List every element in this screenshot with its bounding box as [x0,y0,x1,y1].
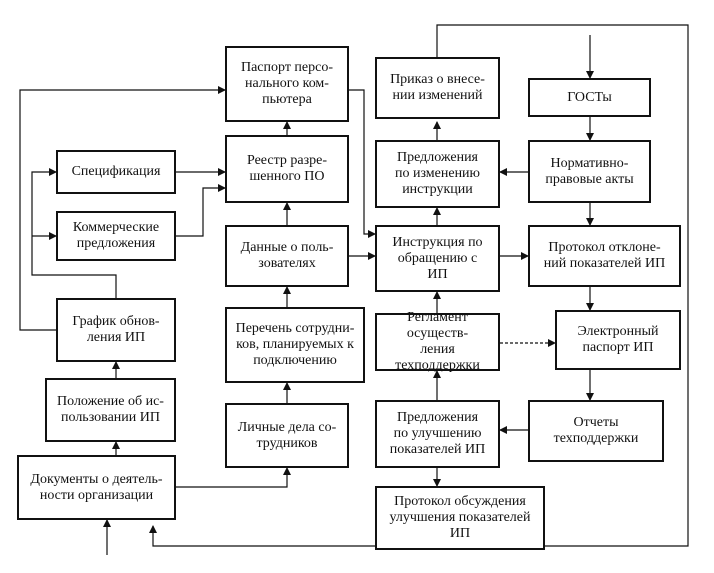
box-electronic-passport: Электронный паспорт ИП [555,310,681,370]
arrow-schedule-to-passport [19,86,226,331]
box-passport-pc-label: Паспорт персо- нального ком- пьютера [240,60,334,107]
box-support-reports: Отчеты техподдержки [528,400,664,462]
box-staff-list: Перечень сотрудни- ков, планируемых к по… [225,307,365,383]
box-instruction-ip-label: Инструкция по обращению с ИП [392,234,483,282]
box-registry-po-label: Реестр разре- шенного ПО [246,153,327,184]
box-electronic-passport-label: Электронный паспорт ИП [577,324,659,355]
box-org-docs-label: Документы о деятель- ности организации [30,471,163,503]
box-normative-acts-label: Нормативно- правовые акты [545,155,634,187]
box-order-changes: Приказ о внесе- нии изменений [375,57,500,119]
box-org-docs: Документы о деятель- ности организации [17,455,176,520]
box-user-data: Данные о поль- зователях [225,225,349,287]
box-user-data-label: Данные о поль- зователях [240,240,334,271]
box-normative-acts: Нормативно- правовые акты [528,140,651,203]
box-registry-po: Реестр разре- шенного ПО [225,135,349,203]
box-proposals-change-instr-label: Предложения по изменению инструкции [394,150,481,197]
box-specification-label: Спецификация [71,164,161,179]
box-commercial-offers-label: Коммерческие предложения [72,220,160,251]
box-protocol-deviations-label: Протокол отклоне- ний показателей ИП [543,240,666,271]
box-update-schedule-label: График обнов- ления ИП [72,314,160,345]
box-update-schedule: График обнов- ления ИП [56,298,176,362]
box-order-changes-label: Приказ о внесе- нии изменений [390,72,485,103]
box-commercial-offers: Коммерческие предложения [56,211,176,261]
box-proposals-improve: Предложения по улучшению показателей ИП [375,400,500,468]
box-gosts-label: ГОСТы [567,89,612,105]
box-personal-files-label: Личные дела со- трудников [237,419,337,451]
box-staff-list-label: Перечень сотрудни- ков, планируемых к по… [235,321,355,368]
box-support-reports-label: Отчеты техподдержки [553,415,639,446]
box-personal-files: Личные дела со- трудников [225,403,349,468]
box-passport-pc: Паспорт персо- нального ком- пьютера [225,46,349,122]
box-protocol-discussion: Протокол обсуждения улучшения показателе… [375,486,545,550]
box-instruction-ip: Инструкция по обращению с ИП [375,225,500,292]
box-support-regulation: Регламент осуществ- ления техподдержки [375,310,500,373]
box-usage-regulation: Положение об ис- пользовании ИП [45,378,176,442]
box-protocol-deviations: Протокол отклоне- ний показателей ИП [528,225,681,287]
arrow-passport-to-instruction [349,89,376,238]
arrow-loop-frame [149,24,689,547]
box-gosts: ГОСТы [528,78,651,117]
box-proposals-improve-label: Предложения по улучшению показателей ИП [389,410,486,457]
arrow-schedule-to-spec [31,168,117,298]
box-support-regulation-label: Регламент осуществ- ления техподдержки [395,310,480,373]
arrow-commercial-to-registry [176,184,226,237]
box-proposals-change-instr: Предложения по изменению инструкции [375,140,500,208]
box-usage-regulation-label: Положение об ис- пользовании ИП [57,394,164,425]
box-protocol-discussion-label: Протокол обсуждения улучшения показателе… [389,494,531,541]
arrow-orgdocs-to-personal [176,467,291,488]
box-specification: Спецификация [56,150,176,194]
